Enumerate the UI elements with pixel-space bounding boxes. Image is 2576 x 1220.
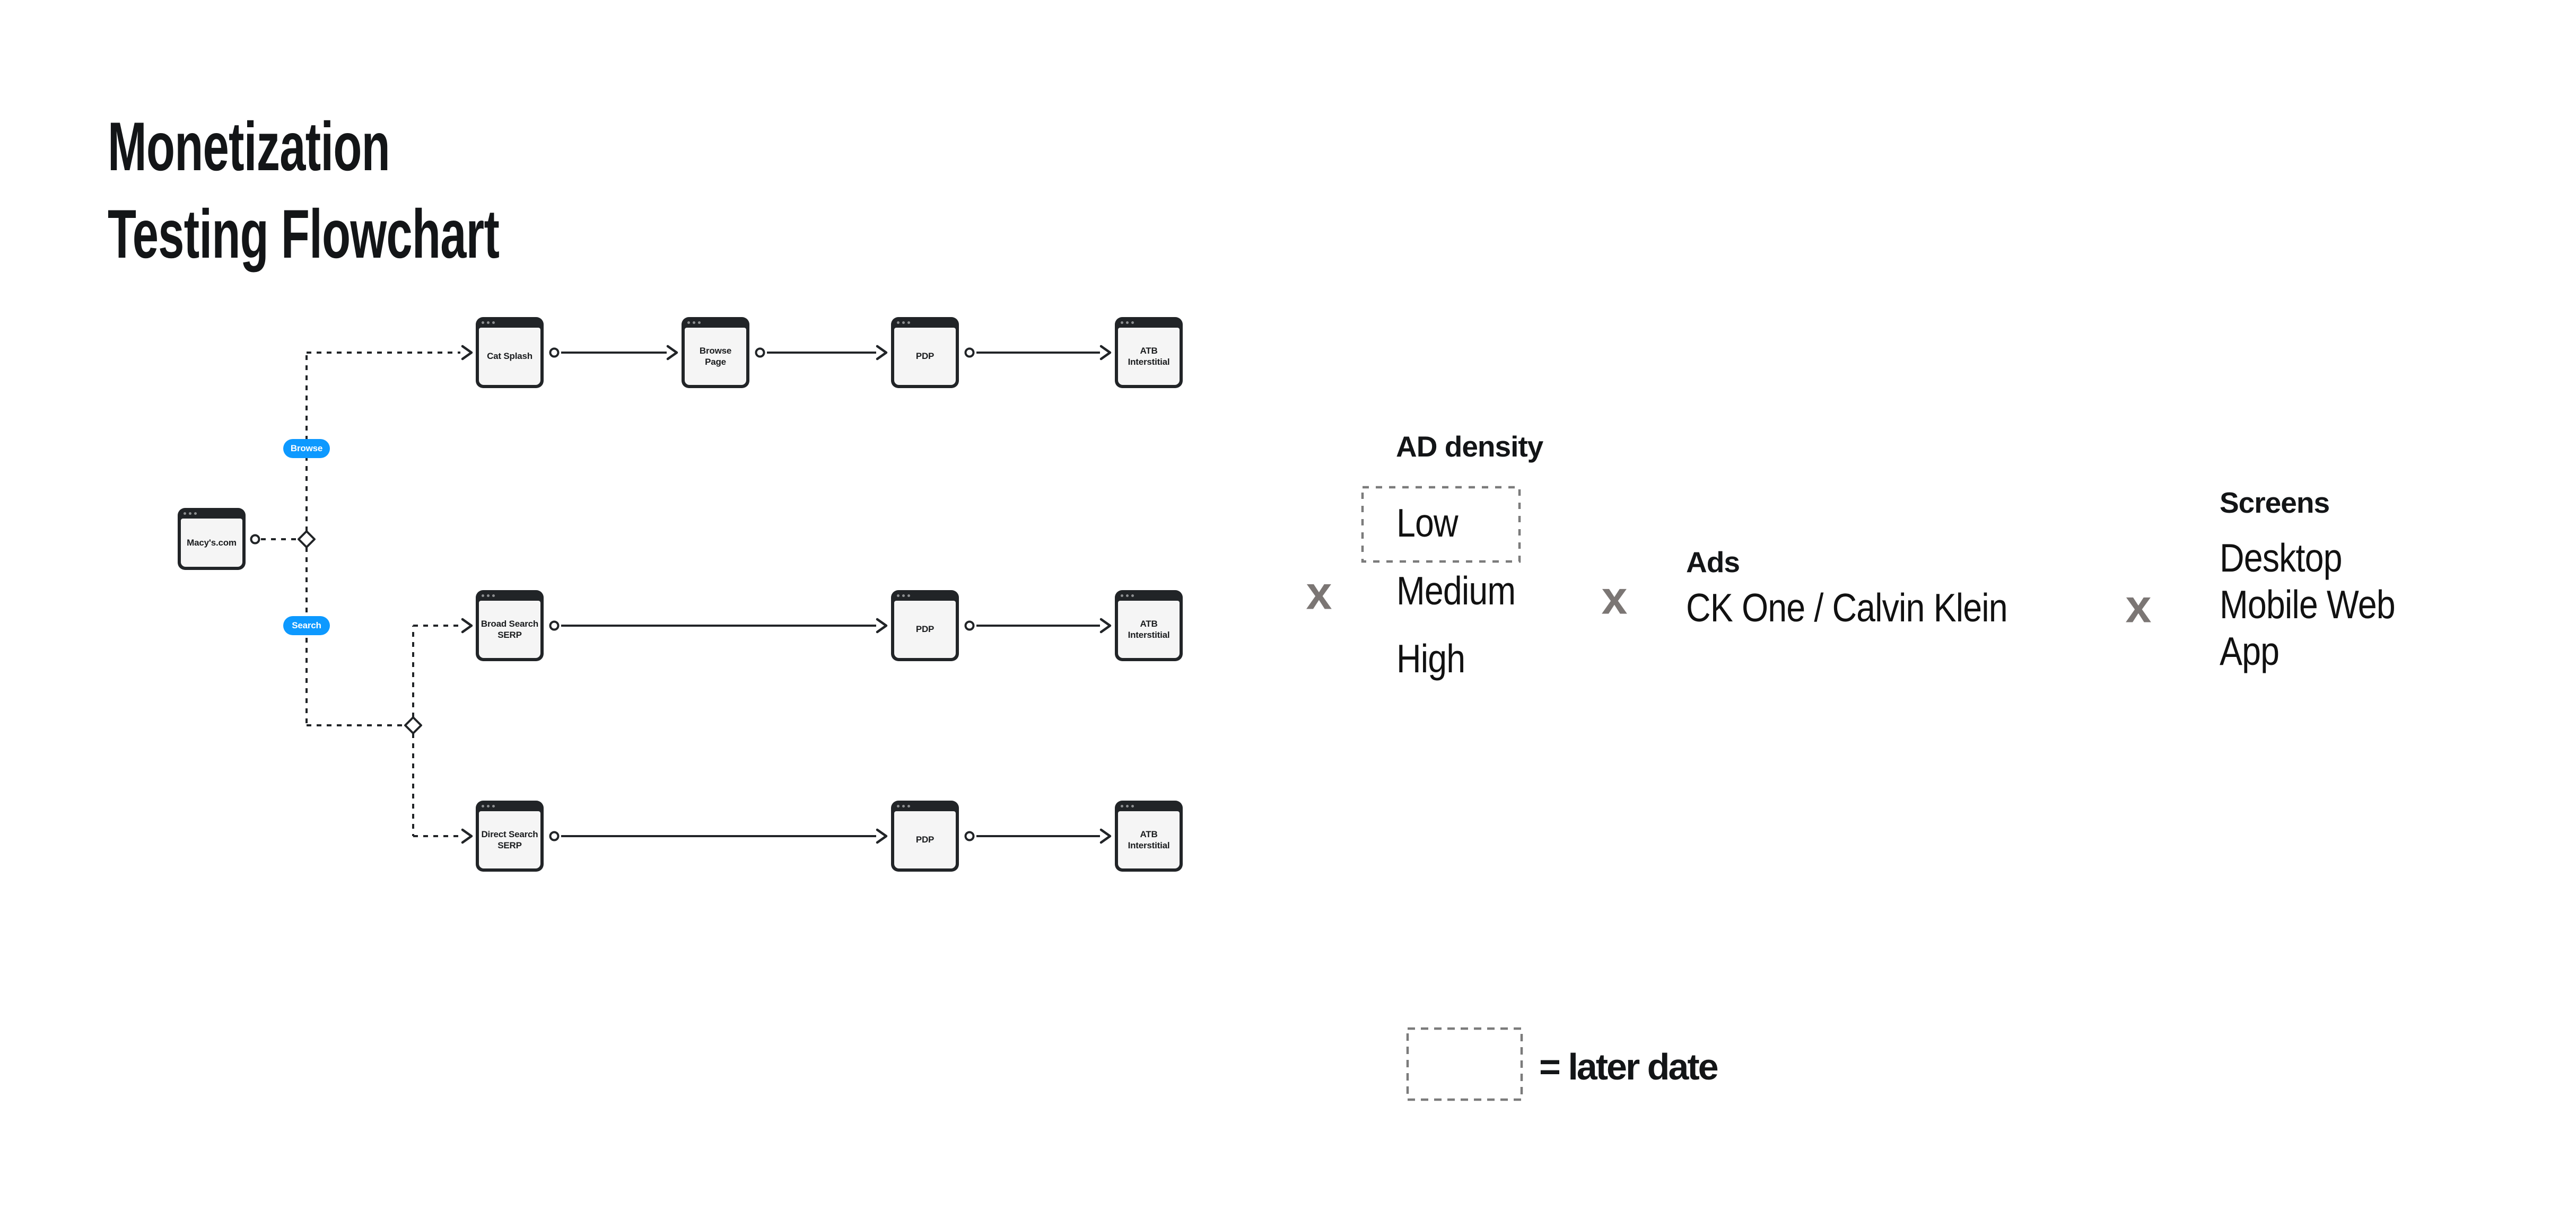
screens-option-app: App [2220,629,2280,673]
ad-density-option-medium: Medium [1396,568,1516,613]
arrowhead-broad-serp [461,618,473,634]
ads-heading: Ads [1686,546,1740,578]
port-broad-serp [549,620,560,631]
later-date-key-label: = later date [1539,1046,1719,1087]
port-pdp-row3 [964,831,975,841]
port-pdp-row2 [964,620,975,631]
window-macys: Macy's.com [178,508,246,570]
decision-browse-search [298,530,316,548]
arrowhead-atb-row1 [1099,345,1112,361]
page-title: Monetization Testing Flowchart [108,103,500,278]
window-atb-row3: ATB Interstitial [1115,801,1183,872]
multiply-icon: x [1306,566,1332,619]
window-label: ATB Interstitial [1118,601,1180,658]
window-dots-icon [482,321,495,324]
screens-heading: Screens [2220,486,2330,519]
window-direct-search-serp: Direct Search SERP [476,801,544,872]
window-broad-search-serp: Broad Search SERP [476,590,544,661]
multiply-icon: x [1601,571,1628,624]
ad-density-option-high: High [1396,636,1465,681]
page-title-line1: Monetization [108,108,390,185]
ads-value: CK One / Calvin Klein [1686,585,2008,630]
arrowhead-cat-splash [461,345,473,361]
later-date-highlight-box [1361,486,1521,563]
port-macys [250,534,260,545]
window-label: Direct Search SERP [479,811,540,868]
window-dots-icon [1121,805,1134,808]
port-pdp-row1 [964,347,975,358]
screens-option-mobile-web: Mobile Web [2220,582,2396,627]
port-cat-splash [549,347,560,358]
arrowhead-atb-row2 [1099,618,1112,634]
window-pdp-row3: PDP [891,801,959,872]
window-label: PDP [894,601,956,658]
window-dots-icon [897,805,910,808]
window-pdp-row2: PDP [891,590,959,661]
later-date-key-box [1406,1027,1523,1101]
window-dots-icon [1121,321,1134,324]
screens-list: Desktop Mobile Web App [2220,534,2396,674]
arrowhead-pdp-row2 [876,618,888,634]
window-dots-icon [1121,594,1134,597]
port-browse-page [755,347,765,358]
decision-broad-direct [404,716,422,734]
arrowhead-pdp-row1 [876,345,888,361]
window-label: Cat Splash [479,328,540,385]
window-dots-icon [184,512,197,515]
window-dots-icon [687,321,701,324]
window-label: PDP [894,328,956,385]
window-dots-icon [482,805,495,808]
arrowhead-browse-page [666,345,678,361]
window-atb-row2: ATB Interstitial [1115,590,1183,661]
page-title-line2: Testing Flowchart [108,195,500,273]
window-dots-icon [897,594,910,597]
ad-density-heading: AD density [1396,430,1543,463]
window-label: Browse Page [685,328,746,385]
window-dots-icon [482,594,495,597]
branch-pill-search: Search [283,616,330,635]
arrowhead-atb-row3 [1099,828,1112,844]
port-direct-serp [549,831,560,841]
window-cat-splash: Cat Splash [476,317,544,388]
window-dots-icon [897,321,910,324]
window-label: PDP [894,811,956,868]
window-label: ATB Interstitial [1118,811,1180,868]
arrowhead-direct-serp [461,828,473,844]
window-label: ATB Interstitial [1118,328,1180,385]
window-pdp-row1: PDP [891,317,959,388]
window-label: Macy's.com [181,519,242,567]
screens-option-desktop: Desktop [2220,536,2342,580]
ad-density-option-low: Low [1396,501,1459,545]
window-label: Broad Search SERP [479,601,540,658]
window-atb-row1: ATB Interstitial [1115,317,1183,388]
multiply-icon: x [2125,580,2152,633]
branch-pill-browse: Browse [283,439,330,458]
window-browse-page: Browse Page [682,317,749,388]
arrowhead-pdp-row3 [876,828,888,844]
